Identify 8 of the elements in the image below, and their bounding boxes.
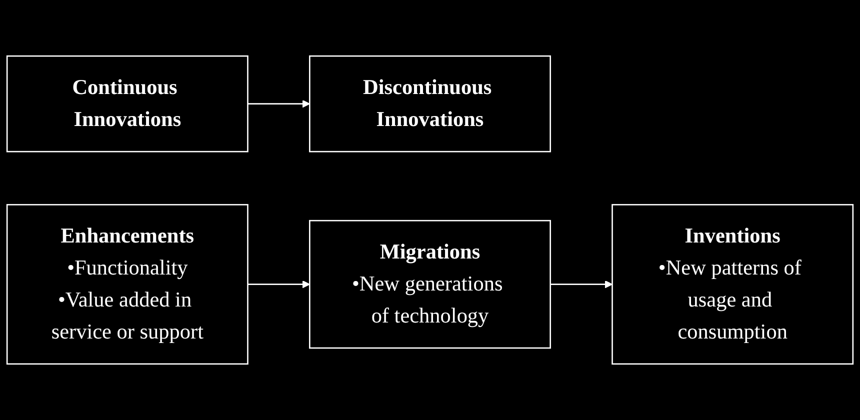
arrow: [248, 100, 310, 108]
arrow: [248, 280, 310, 288]
arrow: [550, 280, 613, 288]
node-box: Enhancements •Functionality •Value added in service or support: [6, 204, 248, 365]
node-box: Migrations •New generations of technology: [309, 220, 551, 349]
node-box: Discontinuous Innovations: [309, 55, 551, 152]
node-box: Continuous Innovations: [6, 55, 248, 152]
node-box: Inventions •New patterns of usage and consumption: [612, 204, 854, 365]
